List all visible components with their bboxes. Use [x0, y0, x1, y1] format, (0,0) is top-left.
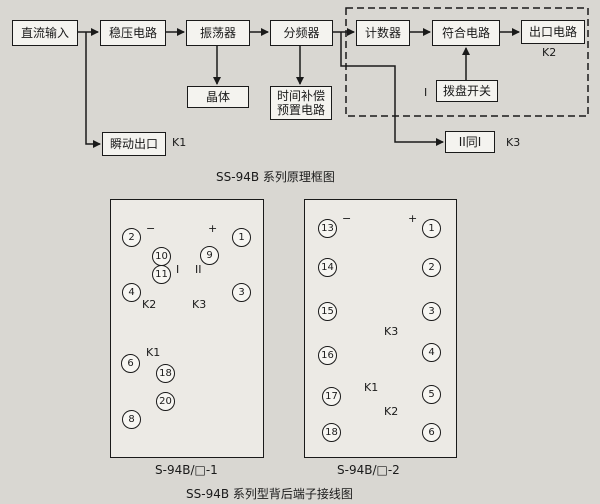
p1-terminal-2: 2 [122, 228, 141, 247]
p1-i-label: I [176, 263, 180, 276]
p2-k3-label: K3 [384, 325, 399, 338]
oscillator-box: 振荡器 [186, 20, 250, 46]
p1-k2-label: K2 [142, 298, 157, 311]
bottom-caption: SS-94B 系列型背后端子接线图 [186, 487, 353, 501]
p1-ii-label: II [195, 263, 202, 276]
panel2-caption: S-94B/□-2 [337, 463, 400, 477]
k1-label: K1 [172, 136, 187, 149]
p2-k1-label: K1 [364, 381, 379, 394]
p2-terminal-1: 1 [422, 219, 441, 238]
coincidence-box: 符合电路 [432, 20, 500, 46]
p1-terminal-6: 6 [121, 354, 140, 373]
p1-terminal-20: 20 [156, 392, 175, 411]
output-box: 出口电路 [521, 20, 585, 44]
dashed-group-frame [345, 7, 589, 117]
panel1-caption: S-94B/□-1 [155, 463, 218, 477]
p1-terminal-9: 9 [200, 246, 219, 265]
same-ii-i-box: II同I [445, 131, 495, 153]
p2-terminal-17: 17 [322, 387, 341, 406]
counter-box: 计数器 [356, 20, 410, 46]
p1-terminal-4: 4 [122, 283, 141, 302]
p2-terminal-18: 18 [322, 423, 341, 442]
instant-output-box: 瞬动出口 [102, 132, 166, 156]
p1-terminal-8: 8 [122, 410, 141, 429]
p1-terminal-3: 3 [232, 283, 251, 302]
p2-k2-label: K2 [384, 405, 399, 418]
wire-input-instant [85, 32, 101, 148]
p2-terminal-2: 2 [422, 258, 441, 277]
p2-terminal-14: 14 [318, 258, 337, 277]
k3-label: K3 [506, 136, 521, 149]
p2-terminal-4: 4 [422, 343, 441, 362]
block-diagram-caption: SS-94B 系列原理框图 [216, 170, 335, 184]
p1-terminal-1: 1 [232, 228, 251, 247]
p1-terminal-10: 10 [152, 247, 171, 266]
dc-input-box: 直流输入 [12, 20, 78, 46]
p2-terminal-3: 3 [422, 302, 441, 321]
p1-k3-label: K3 [192, 298, 207, 311]
divider-box: 分频器 [270, 20, 333, 46]
p2-terminal-16: 16 [318, 346, 337, 365]
p2-terminal-5: 5 [422, 385, 441, 404]
p2-terminal-13: 13 [318, 219, 337, 238]
p1-k1-label: K1 [146, 346, 161, 359]
wire-divider-same [340, 32, 444, 146]
p1-terminal-11: 11 [152, 265, 171, 284]
p2-terminal-15: 15 [318, 302, 337, 321]
p1-terminal-18: 18 [156, 364, 175, 383]
p1-minus-sign: − [146, 222, 156, 235]
wiring-panel-2 [304, 199, 457, 458]
k2-label: K2 [542, 46, 557, 59]
time-comp-box: 时间补偿 预置电路 [270, 86, 332, 120]
p2-minus-sign: − [342, 212, 352, 225]
p2-terminal-6: 6 [422, 423, 441, 442]
roman-i-label: I [424, 86, 428, 99]
regulator-box: 稳压电路 [100, 20, 166, 46]
crystal-box: 晶体 [187, 86, 249, 108]
p1-plus-sign: + [208, 222, 218, 235]
p2-plus-sign: + [408, 212, 418, 225]
dial-switch-box: 拨盘开关 [436, 80, 498, 102]
